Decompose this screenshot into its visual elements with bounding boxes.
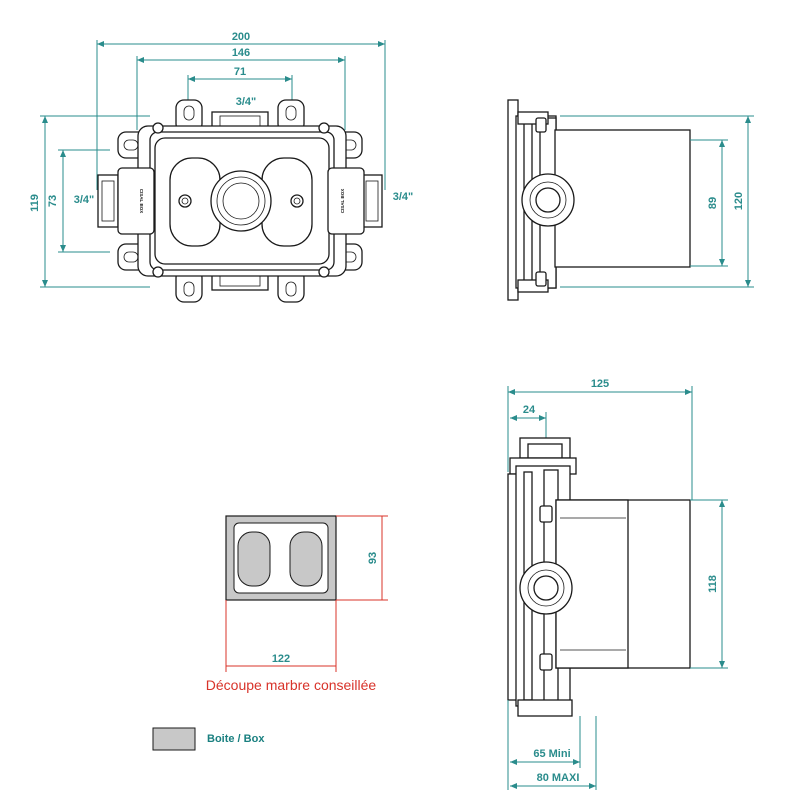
cutout-hole-left — [237, 531, 271, 587]
legend-label: Boite / Box — [207, 733, 265, 745]
dim-146-label: 146 — [232, 47, 250, 59]
dim-120-label: 120 — [733, 192, 745, 210]
centre-cartridge — [210, 170, 272, 232]
screw-left — [178, 194, 192, 208]
dim-119-label: 119 — [29, 194, 41, 212]
dim-71-label: 71 — [234, 66, 246, 78]
left-connector — [97, 174, 119, 228]
dim-80-label: 80 MAXI — [537, 772, 580, 784]
legend-swatch — [152, 727, 196, 751]
dim-24-label: 24 — [523, 404, 536, 416]
top-thread-label: 3/4" — [236, 96, 257, 108]
dim-200-label: 200 — [232, 31, 250, 43]
side-cover — [554, 129, 691, 268]
dim-89-label: 89 — [707, 197, 719, 209]
dim-125-label: 125 — [591, 378, 609, 390]
brand-right: CISAL BOX — [340, 189, 345, 213]
front-view: 200 146 71 119 73 3/4" 3/4" 3/4" — [29, 31, 414, 303]
dim-65-label: 65 Mini — [533, 748, 570, 760]
legend: Boite / Box — [152, 727, 265, 751]
screw-right — [290, 194, 304, 208]
dim-118-label: 118 — [707, 575, 719, 593]
dim-73-label: 73 — [47, 195, 59, 207]
cutout-caption: Découpe marbre conseillée — [206, 677, 377, 693]
right-thread-label: 3/4" — [393, 191, 414, 203]
dim-93-label: 93 — [367, 552, 379, 564]
left-thread-label: 3/4" — [74, 194, 95, 206]
dim-122-label: 122 — [272, 653, 290, 665]
brand-left: CISAL BOX — [139, 189, 144, 213]
cutout-view: 93 122 Découpe marbre conseillée — [206, 515, 388, 693]
right-connector — [361, 174, 383, 228]
cutout-hole-right — [289, 531, 323, 587]
side-view-bottom: 125 24 118 65 Mini 80 MAXI — [507, 378, 728, 790]
side-view-top: 89 120 — [507, 99, 754, 301]
